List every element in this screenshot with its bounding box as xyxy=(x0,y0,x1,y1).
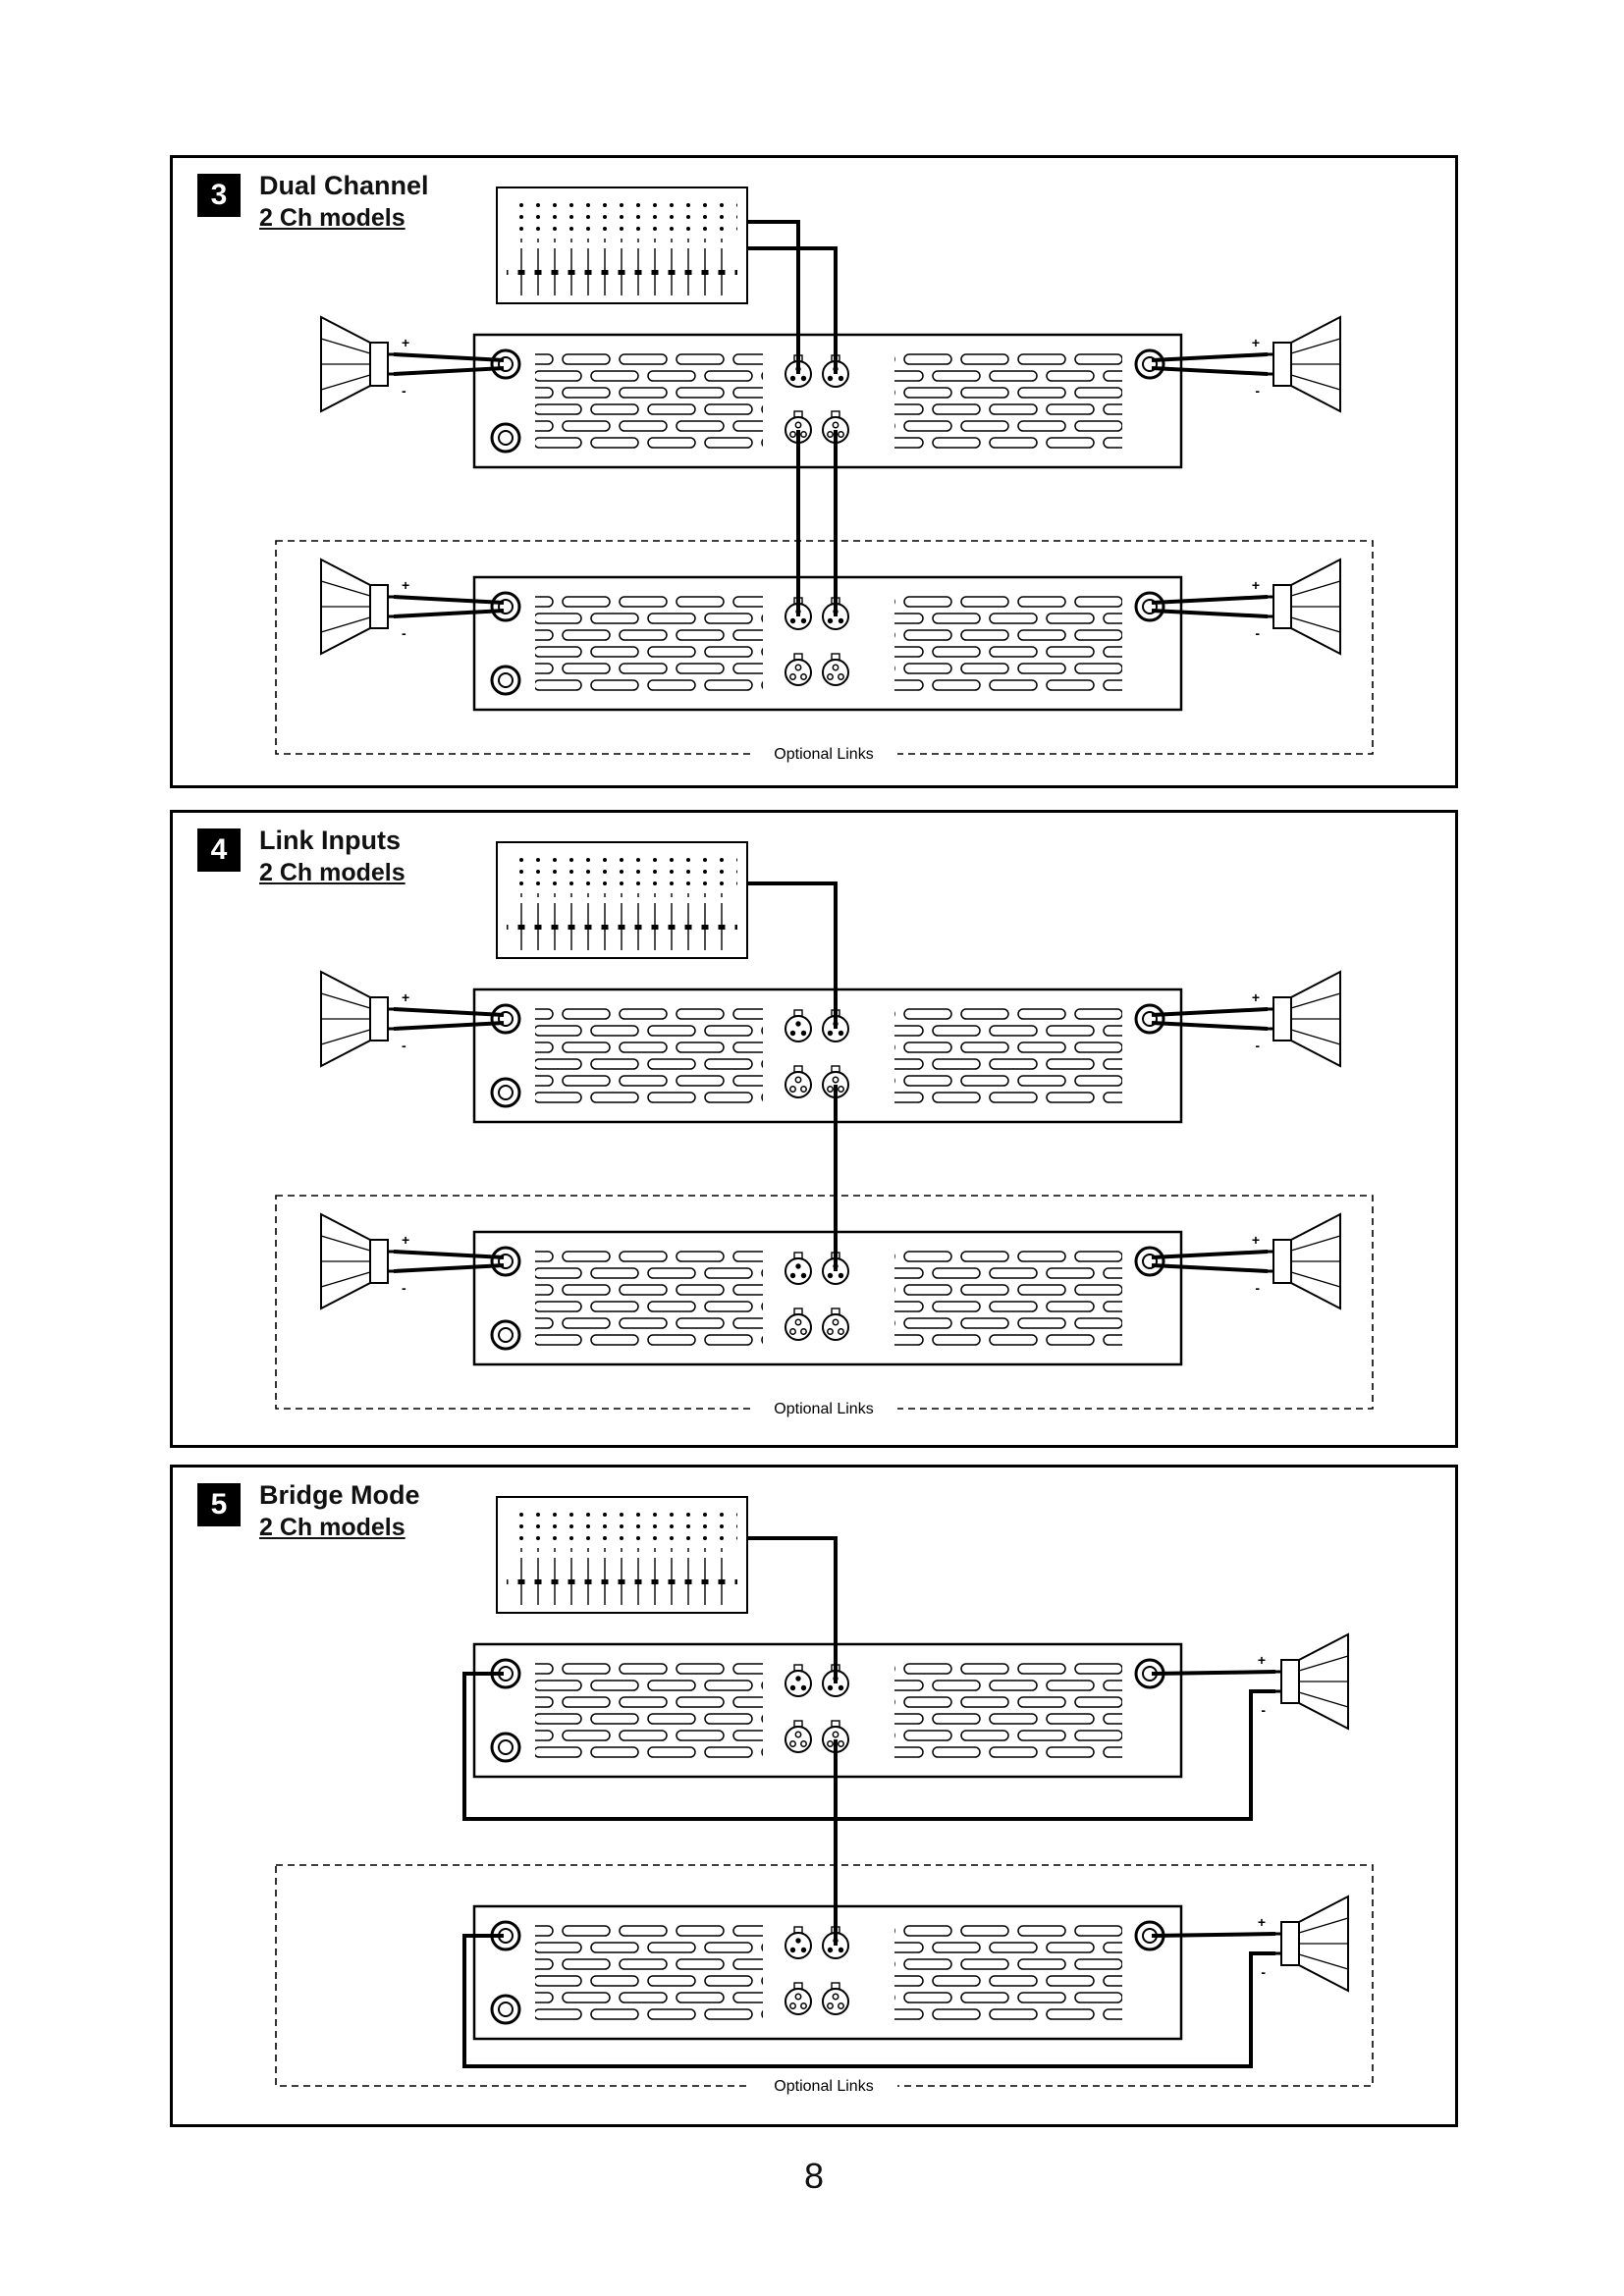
section-subtitle: 2 Ch models xyxy=(259,1514,406,1541)
section-number-badge: 4 xyxy=(197,828,241,872)
section-bridge-mode: + - + - Optional Links 5 Bridge Mode 2 C… xyxy=(170,1465,1458,2127)
bridge-speaker-wire xyxy=(1151,1670,1276,1676)
polarity-plus-label: + xyxy=(402,1232,409,1248)
speaker-wire xyxy=(393,609,505,618)
speaker-icon xyxy=(1265,970,1342,1068)
bridge-speaker-wire xyxy=(462,1934,1275,2068)
optional-links-box xyxy=(275,540,1374,755)
speaker-wire xyxy=(1151,1263,1269,1273)
mixer xyxy=(496,841,748,959)
section-number-badge: 5 xyxy=(197,1483,241,1526)
amplifier-rear-panel-2 xyxy=(474,1906,1181,2039)
section-number-badge: 3 xyxy=(197,174,241,217)
optional-links-label: Optional Links xyxy=(774,2078,873,2095)
amplifier-rear-panel-1 xyxy=(474,989,1181,1122)
mixer-signal-cable xyxy=(747,220,800,374)
bridge-mode-diagram: + - + - Optional Links xyxy=(275,1496,1374,2097)
speaker-icon xyxy=(1265,1212,1342,1310)
bridge-speaker-wire xyxy=(462,1672,1275,1821)
optional-links-label-bg xyxy=(750,2075,897,2097)
polarity-plus-label: + xyxy=(1252,989,1260,1005)
amplifier-rear-panel-1 xyxy=(474,335,1181,467)
polarity-minus-label: - xyxy=(1255,1280,1260,1296)
polarity-plus-label: + xyxy=(1258,1652,1266,1668)
polarity-minus-label: - xyxy=(1255,625,1260,641)
speaker-wire xyxy=(393,366,505,376)
polarity-minus-label: - xyxy=(1255,383,1260,399)
polarity-plus-label: + xyxy=(402,577,409,593)
section-title: Dual Channel xyxy=(259,171,429,200)
speaker-wire xyxy=(393,1263,505,1273)
optional-links-label-bg xyxy=(750,1398,897,1419)
polarity-plus-label: + xyxy=(1252,577,1260,593)
speaker-icon xyxy=(1265,315,1342,413)
polarity-minus-label: - xyxy=(402,1280,406,1296)
polarity-minus-label: - xyxy=(402,625,406,641)
speaker-wire xyxy=(1151,366,1269,376)
speaker-icon xyxy=(1272,1895,1350,1993)
speaker-icon xyxy=(319,315,397,413)
optional-links-label: Optional Links xyxy=(774,1401,873,1417)
optional-links-label: Optional Links xyxy=(774,746,873,763)
section-subtitle: 2 Ch models xyxy=(259,859,406,886)
speaker-icon xyxy=(319,1212,397,1310)
speaker-wire xyxy=(1151,609,1269,618)
speaker-icon xyxy=(1272,1632,1350,1731)
dual-channel-diagram: + - + - + - + - Optional Links xyxy=(275,187,1374,765)
speaker-wire xyxy=(1151,1250,1269,1259)
bridge-speaker-wire xyxy=(1151,1932,1276,1938)
speaker-wire xyxy=(1151,1007,1269,1017)
mixer-signal-cable xyxy=(747,1536,838,1683)
optional-links-label-bg xyxy=(750,743,897,765)
amplifier-rear-panel-1 xyxy=(474,1644,1181,1777)
section-title: Link Inputs xyxy=(259,826,401,855)
amplifier-rear-panel-2 xyxy=(474,577,1181,710)
speaker-wire xyxy=(393,595,505,605)
speaker-icon xyxy=(1265,558,1342,656)
speaker-icon xyxy=(319,970,397,1068)
polarity-plus-label: + xyxy=(402,335,409,350)
section-dual-channel: + - + - + - + - Optional Links 3 Dual Ch… xyxy=(170,155,1458,788)
polarity-minus-label: - xyxy=(402,1038,406,1053)
speaker-wire xyxy=(393,1007,505,1017)
polarity-minus-label: - xyxy=(402,383,406,399)
polarity-plus-label: + xyxy=(1252,1232,1260,1248)
mixer xyxy=(496,187,748,304)
amplifier-rear-panel-2 xyxy=(474,1232,1181,1364)
polarity-minus-label: - xyxy=(1261,1964,1266,1980)
polarity-plus-label: + xyxy=(1258,1914,1266,1930)
speaker-icon xyxy=(319,558,397,656)
page-number: 8 xyxy=(803,2156,825,2196)
speaker-wire xyxy=(1151,595,1269,605)
link-inputs-diagram: + - + - + - + - Optional Links xyxy=(275,841,1374,1419)
polarity-minus-label: - xyxy=(1261,1702,1266,1718)
speaker-wire xyxy=(1151,1021,1269,1031)
mixer xyxy=(496,1496,748,1614)
speaker-wire xyxy=(1151,352,1269,362)
mixer-signal-cable xyxy=(747,881,838,1029)
mixer-signal-cable xyxy=(747,246,838,374)
polarity-plus-label: + xyxy=(1252,335,1260,350)
speaker-wire xyxy=(393,352,505,362)
optional-links-box xyxy=(275,1195,1374,1410)
polarity-minus-label: - xyxy=(1255,1038,1260,1053)
speaker-wire xyxy=(393,1250,505,1259)
section-link-inputs: + - + - + - + - Optional Links 4 Link In… xyxy=(170,810,1458,1448)
section-title: Bridge Mode xyxy=(259,1480,420,1510)
speaker-wire xyxy=(393,1021,505,1031)
polarity-plus-label: + xyxy=(402,989,409,1005)
section-subtitle: 2 Ch models xyxy=(259,204,406,232)
